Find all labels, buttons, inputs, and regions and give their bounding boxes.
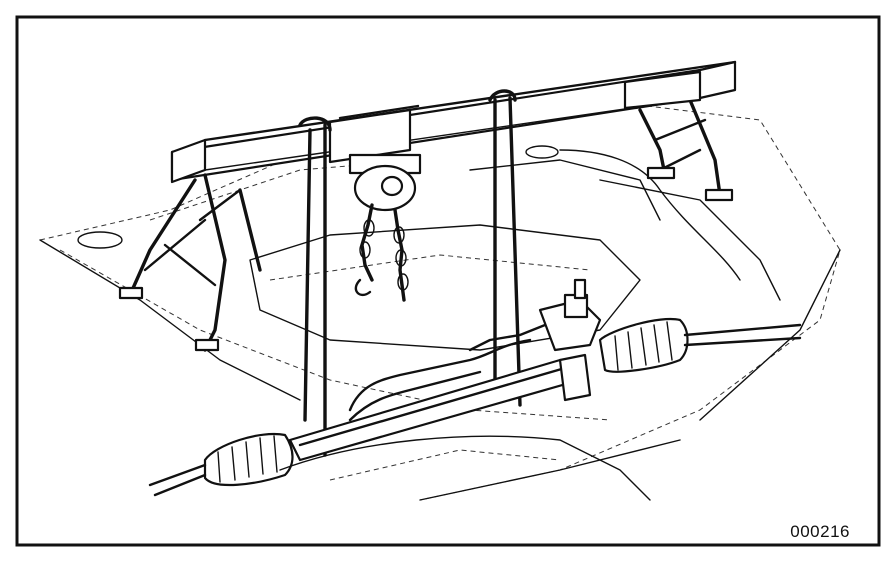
- engine-bay-outline: [39, 94, 841, 501]
- right-stand: [623, 70, 734, 202]
- foreground-lines: [279, 435, 651, 501]
- left-stand: [118, 173, 262, 352]
- hoist-block: [328, 104, 422, 212]
- lifting-straps: [298, 89, 522, 457]
- figure-code: 000216: [790, 522, 850, 541]
- hoist-chain: [354, 203, 409, 302]
- support-beam: [170, 60, 737, 184]
- right-boot: [598, 317, 802, 373]
- left-boot: [148, 432, 294, 497]
- outer-border: [15, 15, 881, 547]
- steering-rack: [288, 278, 602, 462]
